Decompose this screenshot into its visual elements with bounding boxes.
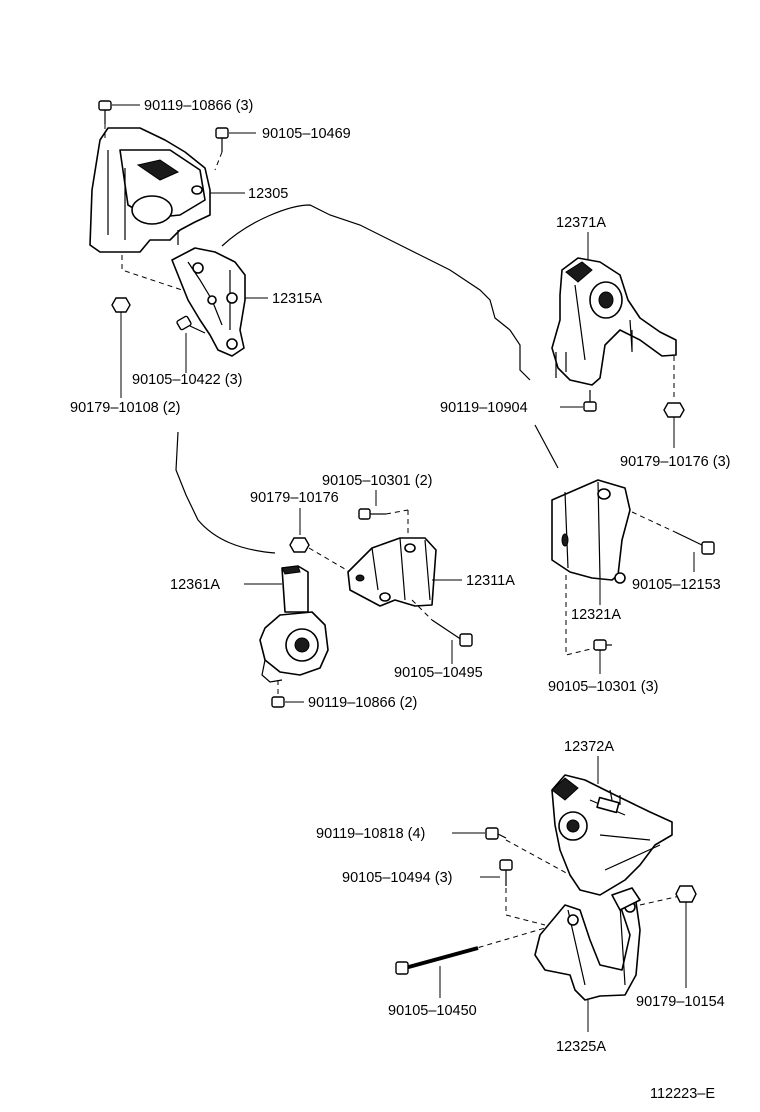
label-90105-10422-3: 90105–10422 (3) — [132, 372, 242, 388]
bolt-icon — [583, 390, 597, 412]
dashed-guide — [385, 509, 409, 515]
part-12371A-mount — [551, 257, 677, 386]
part-12325A-bracket — [534, 887, 641, 1001]
nut-icon — [663, 402, 685, 418]
bolt-icon — [215, 127, 229, 152]
part-12321A-bracket — [551, 479, 631, 584]
label-90105-10495: 90105–10495 — [394, 665, 483, 681]
part-12315A-bracket — [171, 247, 246, 357]
connector-curve-left — [175, 431, 276, 554]
label-90179-10176-3: 90179–10176 (3) — [620, 454, 730, 470]
label-90179-10154: 90179–10154 — [636, 994, 725, 1010]
bolt-icon — [593, 639, 612, 651]
part-12311A-bracket — [347, 537, 437, 607]
dashed-guide — [121, 255, 183, 291]
label-90105-10494-3: 90105–10494 (3) — [342, 870, 452, 886]
dashed-guide — [469, 927, 546, 951]
label-90119-10818-4: 90119–10818 (4) — [316, 826, 425, 842]
label-90105-10301-2: 90105–10301 (2) — [322, 473, 432, 489]
bolt-icon — [674, 531, 715, 555]
bolt-icon — [499, 859, 513, 886]
label-90119-10866-3: 90119–10866 (3) — [144, 98, 253, 114]
part-12361A-mount — [259, 565, 329, 683]
part-12305-mount — [89, 127, 211, 253]
figure-id: 112223–E — [650, 1086, 715, 1102]
dashed-guide — [308, 547, 351, 573]
bolt-icon — [485, 827, 507, 840]
bolt-icon — [431, 619, 473, 647]
bolt-icon — [98, 100, 112, 124]
dashed-guide — [565, 575, 596, 656]
bolt-icon — [176, 315, 206, 334]
bolt-icon — [358, 508, 386, 520]
label-12372A: 12372A — [564, 739, 614, 755]
dashed-guide — [505, 839, 571, 876]
label-90179-10176: 90179–10176 — [250, 490, 339, 506]
label-12325A: 12325A — [556, 1039, 606, 1055]
label-90105-10469: 90105–10469 — [262, 126, 351, 142]
nut-icon — [111, 297, 131, 313]
label-12371A: 12371A — [556, 215, 606, 231]
connector-curve-right — [534, 424, 559, 469]
nut-icon — [675, 885, 697, 903]
label-90105-12153: 90105–12153 — [632, 577, 721, 593]
connector-curve-upper — [221, 204, 531, 381]
label-90105-10301-3: 90105–10301 (3) — [548, 679, 658, 695]
label-12321A: 12321A — [571, 607, 621, 623]
bolt-icon — [395, 946, 479, 975]
label-90105-10450: 90105–10450 — [388, 1003, 477, 1019]
dashed-guide — [631, 511, 676, 533]
dashed-guide — [214, 151, 223, 171]
label-90119-10866-2: 90119–10866 (2) — [308, 695, 417, 711]
label-12305: 12305 — [248, 186, 288, 202]
part-12372A-mount — [551, 774, 673, 896]
label-90119-10904: 90119–10904 — [440, 400, 528, 416]
label-12361A: 12361A — [170, 577, 220, 593]
dashed-guide — [505, 888, 546, 926]
dashed-guide — [639, 895, 681, 906]
dashed-guide — [411, 599, 433, 621]
bolt-icon — [271, 696, 285, 708]
nut-icon — [289, 537, 310, 553]
label-12311A: 12311A — [466, 573, 515, 589]
label-12315A: 12315A — [272, 291, 322, 307]
label-90179-10108-2: 90179–10108 (2) — [70, 400, 180, 416]
